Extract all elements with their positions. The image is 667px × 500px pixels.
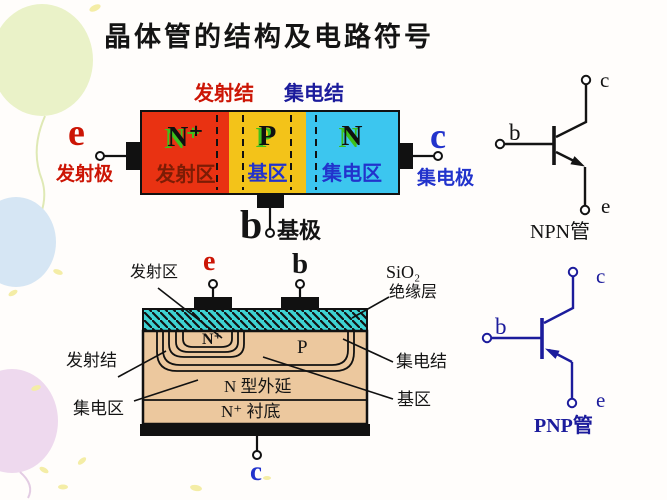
cs-collector-terminal-dot bbox=[252, 450, 262, 460]
pnp-c-terminal-dot bbox=[567, 266, 579, 278]
base-contact bbox=[257, 193, 284, 208]
cs-emitter-terminal-dot bbox=[208, 279, 218, 289]
emitter-junction-curve bbox=[168, 332, 245, 358]
cs-collector-junction-label: 集电结 bbox=[396, 352, 447, 371]
cs-collector-terminal-letter: c bbox=[250, 456, 262, 486]
emitter-contact bbox=[126, 142, 142, 170]
npn-caption: NPN管 bbox=[530, 221, 591, 243]
base-terminal-letter: b bbox=[240, 202, 263, 247]
base-doping-label: P bbox=[258, 119, 277, 152]
diffusion-wells bbox=[156, 332, 355, 372]
pnp-b-terminal-dot bbox=[481, 332, 493, 344]
npn-b-terminal-dot bbox=[494, 138, 506, 150]
cs-collector-contact bbox=[140, 424, 370, 436]
cs-emitter-terminal-letter: e bbox=[203, 246, 216, 277]
collector-terminal-letter: c bbox=[430, 116, 446, 156]
collector-junction-label: 集电结 bbox=[284, 83, 344, 105]
cs-base-terminal-letter: b bbox=[292, 248, 309, 280]
cross-section bbox=[117, 279, 394, 460]
emitter-doping-label: N⁺ bbox=[167, 120, 204, 153]
epitaxial-layer-label: N 型外延 bbox=[224, 377, 292, 396]
page-title: 晶体管的结构及电路符号 bbox=[104, 22, 434, 52]
cs-emitter-contact bbox=[194, 297, 232, 309]
cs-emitter-doping-label: N⁺ bbox=[202, 331, 222, 348]
emitter-junction-label: 发射结 bbox=[194, 83, 254, 105]
base-region-label: 基区 bbox=[247, 162, 288, 185]
oxide-layer bbox=[142, 308, 368, 332]
base-terminal-dot bbox=[265, 228, 275, 238]
pnp-emitter-arrow bbox=[545, 348, 560, 359]
npn-emitter-arrow bbox=[570, 156, 585, 167]
cs-base-doping-label: P bbox=[297, 337, 308, 358]
cs-collector-region-label: 集电区 bbox=[73, 399, 124, 418]
npn-b-label: b bbox=[509, 120, 521, 145]
pnp-symbol bbox=[481, 266, 579, 409]
npn-c-label: c bbox=[600, 68, 610, 92]
collector-doping-label: N bbox=[341, 119, 363, 152]
collector-terminal-dot bbox=[433, 151, 443, 161]
pnp-e-terminal-dot bbox=[566, 397, 578, 409]
pnp-e-label: e bbox=[596, 388, 606, 412]
blue-balloon bbox=[0, 197, 56, 287]
base-electrode-label: 基极 bbox=[277, 218, 322, 243]
emitter-electrode-label: 发射极 bbox=[56, 164, 114, 185]
pnp-caption: PNP管 bbox=[534, 415, 593, 437]
base-region-block: P 基区 bbox=[229, 112, 306, 193]
collector-junction-curve bbox=[156, 332, 355, 372]
transistor-bar: N⁺ 发射区 P 基区 N 集电区 bbox=[140, 110, 400, 195]
substrate-label: N⁺ 衬底 bbox=[221, 402, 281, 421]
leader-lines bbox=[117, 287, 394, 402]
balloon-string bbox=[19, 471, 32, 499]
collector-region-label: 集电区 bbox=[322, 162, 382, 185]
emitter-region-label: 发射区 bbox=[155, 163, 216, 186]
green-balloon bbox=[0, 4, 93, 116]
cs-base-terminal-dot bbox=[295, 279, 305, 289]
junction-dashed-lines bbox=[216, 115, 317, 190]
collector-contact bbox=[398, 143, 413, 169]
npn-symbol bbox=[494, 74, 592, 216]
emitter-region-block: N⁺ 发射区 bbox=[142, 112, 229, 193]
emitter-terminal-letter: e bbox=[68, 112, 85, 154]
pnp-c-label: c bbox=[596, 264, 606, 288]
oxide-name-label: 绝缘层 bbox=[389, 284, 438, 301]
cs-emitter-region-label: 发射区 bbox=[130, 264, 179, 281]
oxide-formula-label: SiO₂ bbox=[386, 262, 421, 282]
emitter-terminal-dot bbox=[95, 151, 105, 161]
collector-region-block: N 集电区 bbox=[306, 112, 398, 193]
bar-terminals bbox=[95, 142, 443, 238]
collector-electrode-label: 集电极 bbox=[417, 168, 475, 189]
npn-e-label: e bbox=[601, 194, 611, 218]
pink-balloon bbox=[0, 369, 58, 473]
npn-e-terminal-dot bbox=[579, 204, 591, 216]
confetti bbox=[8, 4, 271, 492]
cs-base-contact bbox=[281, 297, 319, 309]
npn-c-terminal-dot bbox=[580, 74, 592, 86]
pnp-b-label: b bbox=[495, 314, 507, 339]
cs-emitter-junction-label: 发射结 bbox=[66, 351, 117, 370]
cs-base-region-label: 基区 bbox=[397, 390, 431, 409]
